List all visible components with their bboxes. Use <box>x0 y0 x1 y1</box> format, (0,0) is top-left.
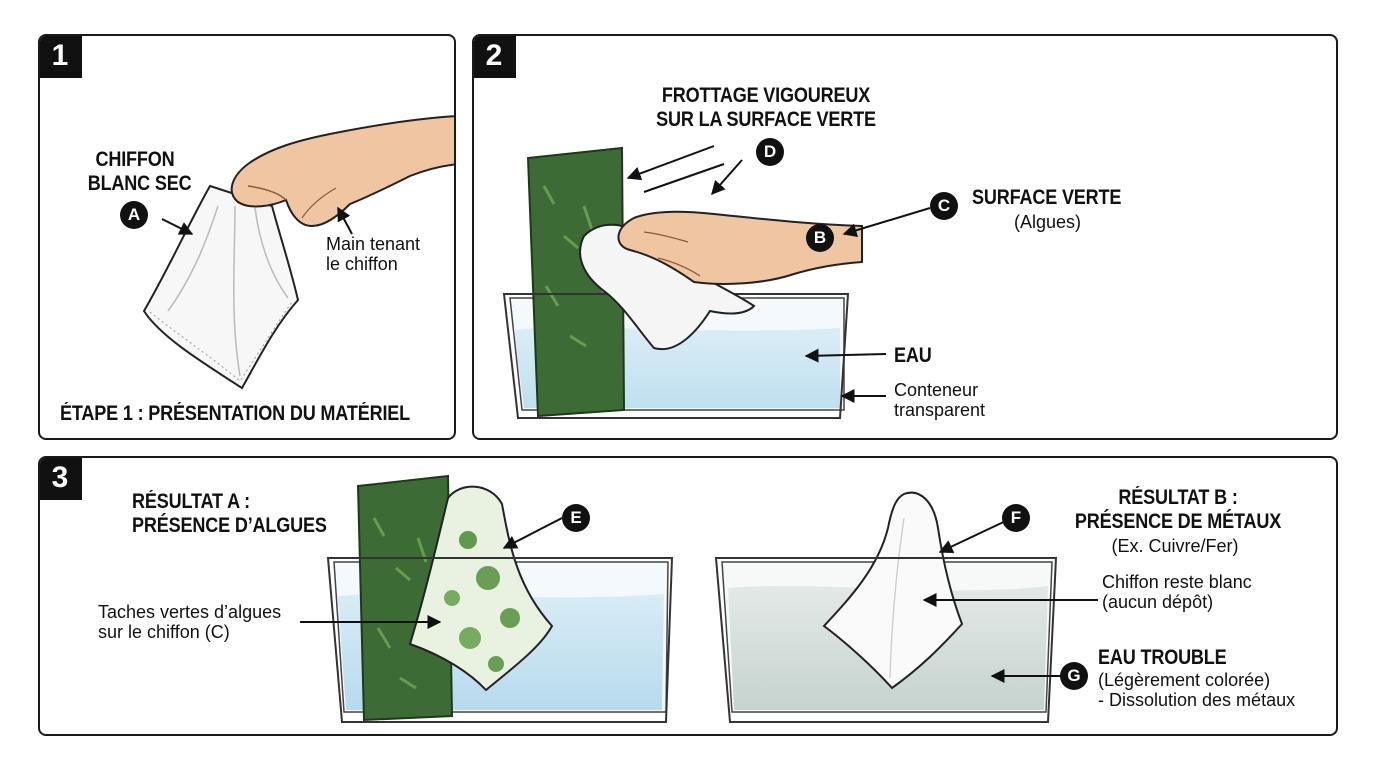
label-green-surface: SURFACE VERTE <box>972 186 1122 209</box>
green-algae-surface <box>526 146 626 418</box>
panel-step-1: 1 CHIFFON BLANC SEC A Main tenant le chi… <box>38 34 456 440</box>
label-dry-white-cloth: CHIFFON BLANC SEC <box>87 148 192 195</box>
illustration-step-3 <box>300 474 1098 723</box>
hand-holding-cloth <box>230 115 454 228</box>
result-b-example: (Ex. Cuivre/Fer) <box>1111 536 1239 556</box>
marker-a: A <box>120 201 148 229</box>
panel-step-3: 3 <box>38 456 1338 736</box>
label-vigorous-rubbing: FROTTAGE VIGOUREUX SUR LA SURFACE VERTE <box>656 84 876 131</box>
marker-g: G <box>1060 662 1088 690</box>
label-green-surface-sub: (Algues) <box>1014 212 1082 232</box>
caption-step-1: ÉTAPE 1 : PRÉSENTATION DU MATÉRIEL <box>60 402 411 425</box>
marker-f: F <box>1002 504 1030 532</box>
hand-rubbing <box>617 210 863 285</box>
label-green-stains: Taches vertes d’algues sur le chiffon (C… <box>98 602 282 643</box>
label-transparent-container: Conteneur transparent <box>894 380 986 421</box>
illustration-step-2 <box>502 145 931 419</box>
label-hand-holding-cloth: Main tenant le chiffon <box>326 234 421 275</box>
algae-board-result-a <box>356 474 454 722</box>
white-cloth <box>142 184 300 390</box>
label-cloth-stays-white: Chiffon reste blanc (aucun dépôt) <box>1102 572 1252 613</box>
panel-step-2: 2 <box>472 34 1338 440</box>
marker-e: E <box>562 504 590 532</box>
marker-c: C <box>930 192 958 220</box>
result-a-title: RÉSULTAT A : PRÉSENCE D’ALGUES <box>132 490 327 537</box>
step-number-1: 1 <box>40 36 82 78</box>
label-turbid-water-sub: (Légèrement colorée) - Dissolution des m… <box>1098 670 1296 711</box>
result-b-title: RÉSULTAT B : PRÉSENCE DE MÉTAUX <box>1074 486 1282 533</box>
clean-white-cloth <box>822 491 964 690</box>
stained-cloth <box>408 485 554 692</box>
marker-d: D <box>756 138 784 166</box>
step-number-3: 3 <box>40 458 82 500</box>
step-number-2: 2 <box>474 36 516 78</box>
illustration-step-1 <box>142 115 454 390</box>
marker-b: B <box>806 224 834 252</box>
label-turbid-water: EAU TROUBLE <box>1098 646 1227 669</box>
label-water: EAU <box>894 344 932 367</box>
